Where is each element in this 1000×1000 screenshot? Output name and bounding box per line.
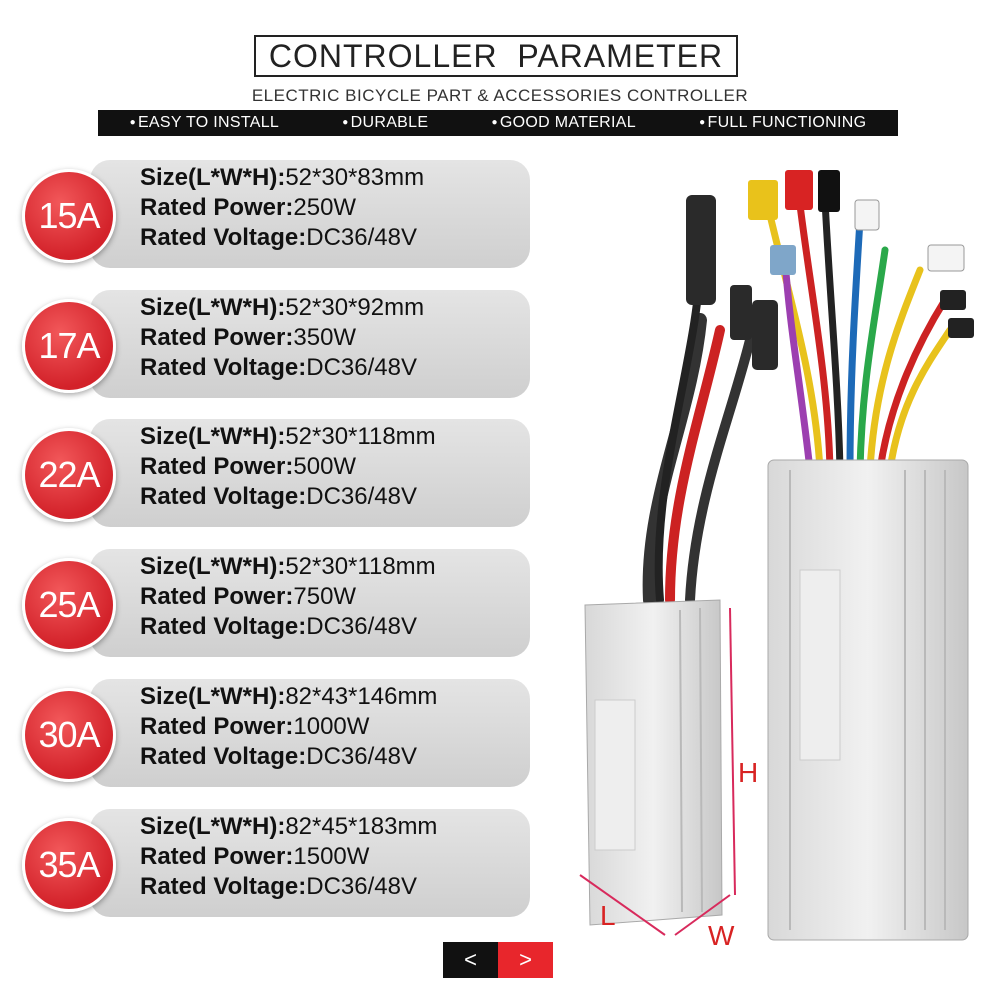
small-controller-label — [594, 699, 636, 851]
cable-plug — [752, 300, 778, 370]
voltage-label: Rated Voltage: — [140, 483, 307, 510]
size-value: 82*43*146mm — [285, 683, 438, 710]
size-label: Size(L*W*H): — [140, 683, 286, 710]
size-value: 52*30*83mm — [285, 164, 425, 191]
size-label: Size(L*W*H): — [140, 164, 286, 191]
dimension-w: W — [708, 920, 735, 950]
amp-badge: 25A — [22, 558, 116, 652]
power-value: 250W — [293, 194, 357, 221]
white-connector — [927, 244, 965, 272]
power-label: Rated Power: — [140, 583, 294, 610]
amp-badge: 22A — [22, 428, 116, 522]
spec-row-22a: 22A Size(L*W*H):52*30*118mm Rated Power:… — [18, 414, 538, 532]
power-value: 1000W — [293, 713, 370, 740]
size-value: 52*30*92mm — [285, 294, 425, 321]
voltage-value: DC36/48V — [306, 224, 417, 251]
amp-badge: 17A — [22, 299, 116, 393]
previous-button[interactable]: < — [443, 942, 498, 978]
voltage-label: Rated Voltage: — [140, 354, 307, 381]
next-button[interactable]: > — [498, 942, 553, 978]
voltage-value: DC36/48V — [306, 873, 417, 900]
size-value: 52*30*118mm — [285, 423, 436, 450]
voltage-label: Rated Voltage: — [140, 743, 307, 770]
spec-row-15a: 15A Size(L*W*H):52*30*83mm Rated Power:2… — [18, 155, 538, 273]
spec-row-35a: 35A Size(L*W*H):82*45*183mm Rated Power:… — [18, 804, 538, 922]
black-connector — [948, 318, 974, 338]
page-title-text: CONTROLLER PARAMETER — [268, 37, 724, 74]
amp-badge: 15A — [22, 169, 116, 263]
amp-badge: 30A — [22, 688, 116, 782]
spec-row-17a: 17A Size(L*W*H):52*30*92mm Rated Power:3… — [18, 285, 538, 403]
spec-card — [90, 679, 530, 787]
image-pager: < > — [443, 942, 553, 978]
size-label: Size(L*W*H): — [140, 294, 286, 321]
size-value: 52*30*118mm — [285, 553, 436, 580]
size-label: Size(L*W*H): — [140, 553, 286, 580]
large-controller-fins — [789, 470, 946, 930]
small-controller-wires — [642, 256, 755, 607]
feature-bar: EASY TO INSTALL DURABLE GOOD MATERIAL FU… — [98, 110, 898, 136]
cable-plug — [686, 195, 716, 305]
spec-row-30a: 30A Size(L*W*H):82*43*146mm Rated Power:… — [18, 674, 538, 792]
spec-card — [90, 549, 530, 657]
voltage-label: Rated Voltage: — [140, 613, 307, 640]
power-label: Rated Power: — [140, 324, 294, 351]
voltage-value: DC36/48V — [306, 743, 417, 770]
red-connector — [785, 170, 813, 210]
power-value: 750W — [293, 583, 357, 610]
black-connector — [940, 290, 966, 310]
voltage-value: DC36/48V — [306, 354, 417, 381]
page-subtitle: ELECTRIC BICYCLE PART & ACCESSORIES CONT… — [251, 86, 749, 105]
spec-card — [90, 160, 530, 268]
spec-card — [90, 809, 530, 917]
size-label: Size(L*W*H): — [140, 423, 286, 450]
spec-row-25a: 25A Size(L*W*H):52*30*118mm Rated Power:… — [18, 544, 538, 662]
cable-plug — [730, 285, 752, 340]
power-value: 1500W — [293, 843, 370, 870]
power-value: 350W — [293, 324, 357, 351]
power-label: Rated Power: — [140, 194, 294, 221]
voltage-label: Rated Voltage: — [140, 873, 307, 900]
large-controller-label — [799, 569, 841, 761]
power-label: Rated Power: — [140, 453, 294, 480]
dimension-l: L — [600, 900, 616, 931]
power-label: Rated Power: — [140, 713, 294, 740]
yellow-connector — [748, 180, 778, 220]
feature-item: EASY TO INSTALL — [130, 114, 280, 132]
size-label: Size(L*W*H): — [140, 813, 286, 840]
voltage-value: DC36/48V — [306, 483, 417, 510]
feature-item: DURABLE — [342, 114, 428, 132]
spec-card — [90, 290, 530, 398]
voltage-label: Rated Voltage: — [140, 224, 307, 251]
blue-connector — [770, 245, 796, 275]
power-value: 500W — [293, 453, 357, 480]
dimension-lines — [579, 607, 736, 936]
spec-card — [90, 419, 530, 527]
feature-item: FULL FUNCTIONING — [699, 114, 867, 132]
dimension-h: H — [738, 757, 758, 788]
amp-badge: 35A — [22, 818, 116, 912]
size-value: 82*45*183mm — [285, 813, 438, 840]
controller-product-image: H L W — [579, 170, 974, 950]
large-controller-body — [767, 459, 969, 941]
white-connector — [854, 199, 880, 231]
power-label: Rated Power: — [140, 843, 294, 870]
page-title: CONTROLLER PARAMETER — [254, 35, 738, 77]
black-connector — [818, 170, 840, 212]
feature-item: GOOD MATERIAL — [492, 114, 636, 132]
small-controller-fins — [679, 607, 703, 913]
large-controller-wires — [766, 196, 954, 474]
voltage-value: DC36/48V — [306, 613, 417, 640]
